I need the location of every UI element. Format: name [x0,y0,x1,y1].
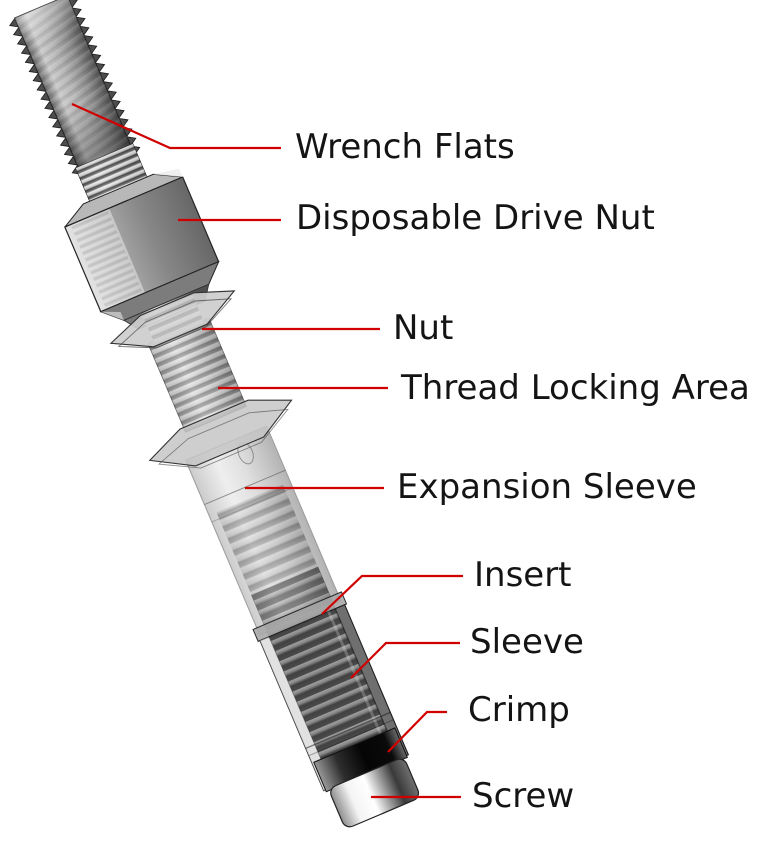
disposable-drive-nut-hex [64,168,220,321]
stud-teeth-left [9,16,83,175]
wrench-flats-stud [9,0,141,175]
label-expansion-sleeve: Expansion Sleeve [397,466,697,507]
label-thread-locking-area: Thread Locking Area [401,367,750,408]
sleeve-tube [252,591,410,792]
anchor-bolt [9,0,420,828]
crimp-groove [305,711,391,749]
label-disposable-drive-nut: Disposable Drive Nut [296,197,655,238]
label-sleeve: Sleeve [470,621,584,662]
screw-tip [330,758,420,828]
label-nut: Nut [393,307,454,348]
label-screw: Screw [472,775,575,816]
sleeve-seam [204,469,286,506]
leader-crimp [387,710,447,753]
leader-wrench-flats [71,102,281,150]
label-crimp: Crimp [468,689,570,730]
crimp-groove [308,719,394,757]
label-wrench-flats: Wrench Flats [295,126,515,167]
leader-lines [71,102,463,799]
expansion-sleeve-flange [148,399,293,469]
leader-insert [321,574,463,615]
ghost-threads [71,210,143,308]
nut-flange [109,290,236,349]
leader-sleeve [350,641,460,679]
label-insert: Insert [474,554,572,595]
